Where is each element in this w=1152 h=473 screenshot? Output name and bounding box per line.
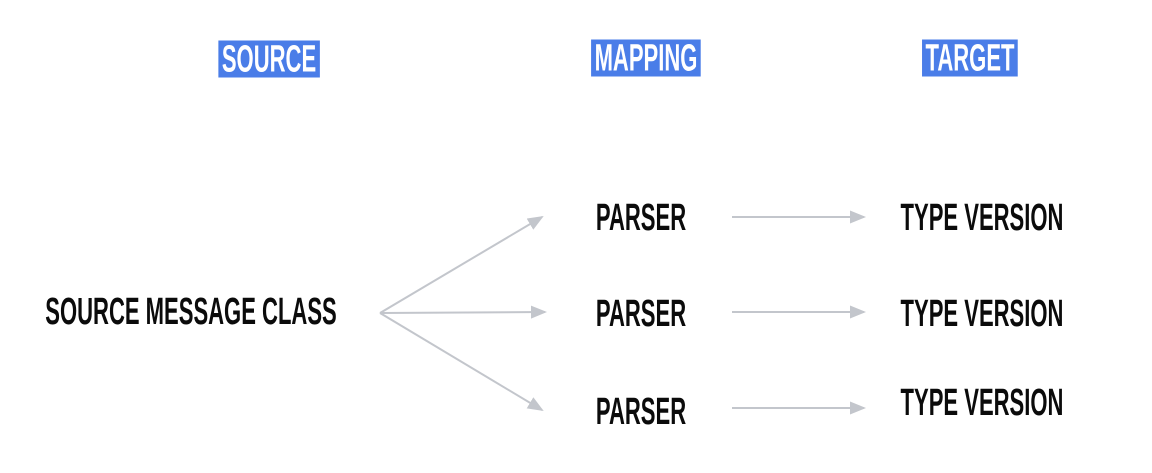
column-header-mapping: MAPPING [591, 39, 701, 78]
fan-arrow-bottom [379, 312, 544, 412]
column-header-source: SOURCE [218, 40, 320, 79]
fan-arrow-top [379, 215, 544, 314]
parser-node-1: PARSER [595, 197, 687, 239]
type-version-node-2: TYPE VERSION [900, 293, 1064, 335]
column-header-target: TARGET [922, 39, 1018, 78]
parser-node-3: PARSER [595, 391, 687, 433]
type-version-node-3: TYPE VERSION [900, 382, 1064, 424]
fan-arrow-middle [379, 305, 547, 319]
parser-node-2: PARSER [595, 293, 687, 335]
type-version-node-1: TYPE VERSION [900, 197, 1064, 239]
source-message-class-node: SOURCE MESSAGE CLASS [45, 291, 337, 333]
